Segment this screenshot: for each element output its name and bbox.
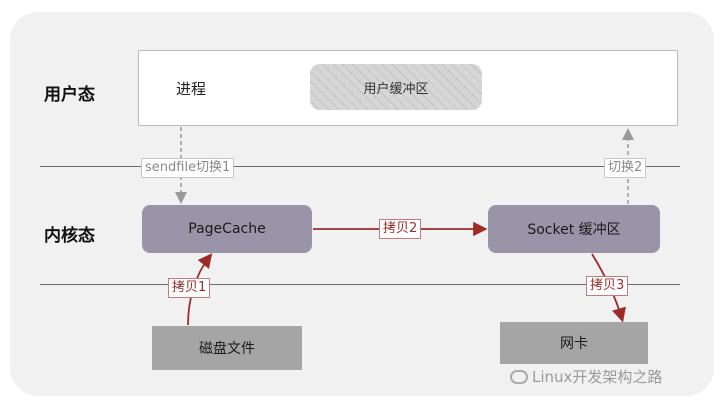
user-kernel-divider <box>40 166 680 167</box>
user-space-label: 用户态 <box>44 85 95 105</box>
watermark: Linux开发架构之路 <box>510 366 662 387</box>
page-cache-box: PageCache <box>142 205 312 253</box>
kernel-space-label: 内核态 <box>44 226 95 246</box>
kernel-hardware-divider <box>40 284 680 285</box>
copy2-tag: 拷贝2 <box>379 219 422 239</box>
switch2-tag: 切换2 <box>604 158 647 178</box>
disk-file-box: 磁盘文件 <box>152 326 302 370</box>
socket-buffer-box: Socket 缓冲区 <box>488 205 660 253</box>
copy3-tag: 拷贝3 <box>586 276 629 296</box>
user-buffer: 用户缓冲区 <box>310 64 482 110</box>
watermark-text: Linux开发架构之路 <box>532 368 663 386</box>
wechat-icon <box>510 369 528 384</box>
copy1-tag: 拷贝1 <box>168 278 211 298</box>
process-label: 进程 <box>176 80 207 98</box>
sendfile-switch-tag: sendfile切换1 <box>141 158 235 178</box>
nic-box: 网卡 <box>500 322 648 364</box>
